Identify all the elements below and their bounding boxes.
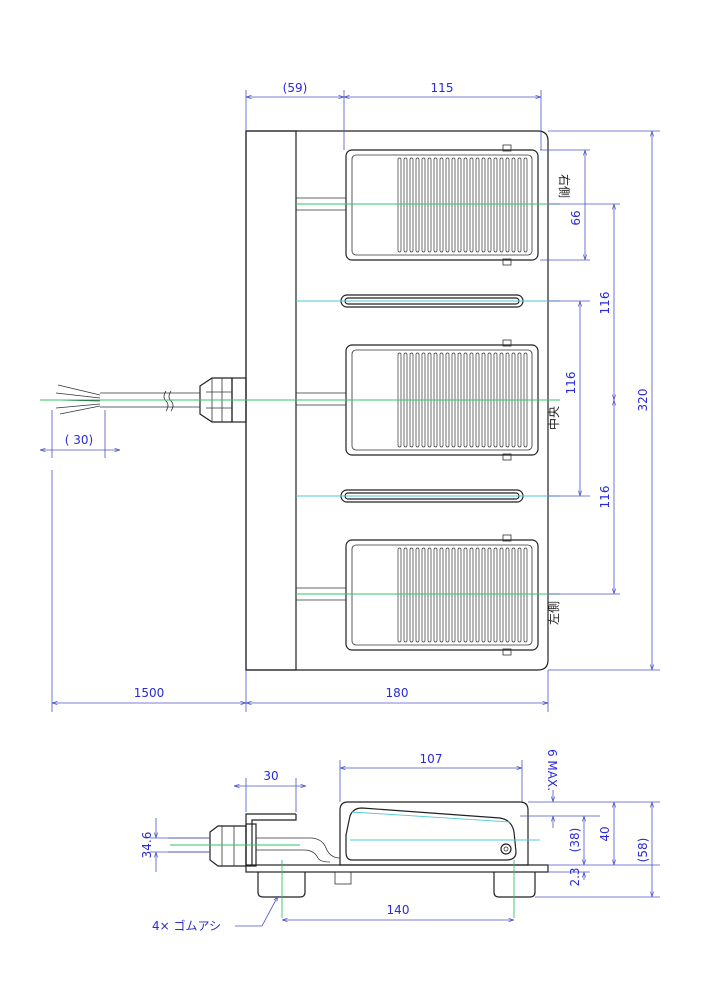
top-view: (59) 115 66 116 116 116 320 右側 中央 左側 ( 3… xyxy=(40,81,660,712)
pedal-rib xyxy=(481,157,486,253)
pedal-rib xyxy=(511,157,516,253)
foot-right xyxy=(493,872,536,898)
dim-cable-strip: ( 30) xyxy=(65,433,93,447)
pedal-rib xyxy=(445,157,450,253)
pedal-rib xyxy=(451,157,456,253)
dim-h58: (58) xyxy=(636,838,650,863)
dim-total-height: 320 xyxy=(636,389,650,412)
pedal-rib xyxy=(517,157,522,253)
pedal-rib xyxy=(487,547,492,643)
pedal-rib xyxy=(481,547,486,643)
dim-feet: 140 xyxy=(387,903,410,917)
side-pedal xyxy=(345,807,517,861)
dim-pedal-pitch: 66 xyxy=(569,210,583,225)
pedal-rib xyxy=(493,157,498,253)
pedal-rib xyxy=(403,547,408,643)
pedal-rib xyxy=(439,547,444,643)
dim-gland: 30 xyxy=(263,769,278,783)
side-base xyxy=(245,864,549,873)
pedal-rib xyxy=(397,547,402,643)
pedal-rib xyxy=(463,157,468,253)
label-right: 右側 xyxy=(557,174,572,198)
pedal-rib xyxy=(523,547,528,643)
pedal-rib xyxy=(415,547,420,643)
pedal-rib xyxy=(403,157,408,253)
pedal-rib xyxy=(475,157,480,253)
pedal-rib xyxy=(505,157,510,253)
pedal-rib xyxy=(415,157,420,253)
pedal-rib xyxy=(469,547,474,643)
dim-pedal-width: 115 xyxy=(431,81,454,95)
pedal-rib xyxy=(523,157,528,253)
dim-mount: (59) xyxy=(283,81,308,95)
label-center: 中央 xyxy=(546,406,561,430)
label-left: 左側 xyxy=(546,601,561,625)
dim-pedal-len: 107 xyxy=(420,752,443,766)
pedal-rib xyxy=(397,157,402,253)
dim-base-width: 180 xyxy=(386,686,409,700)
dim-h40: 40 xyxy=(598,826,612,841)
pedal-rib xyxy=(487,157,492,253)
side-view: 30 107 6 MAX. (38) 40 (58) 2.3 34.6 140 … xyxy=(140,749,660,933)
pedal-rib xyxy=(445,547,450,643)
pedal-rib xyxy=(433,547,438,643)
dim-pitch-3: 116 xyxy=(598,486,612,509)
dim-max: 6 MAX. xyxy=(545,749,559,791)
pedal-rib xyxy=(475,547,480,643)
pedal-rib xyxy=(421,157,426,253)
pedal-rib xyxy=(427,547,432,643)
pedal-rib xyxy=(409,547,414,643)
pedal-rib xyxy=(517,547,522,643)
pedal-rib xyxy=(409,157,414,253)
pedal-rib xyxy=(505,547,510,643)
dim-cable-length: 1500 xyxy=(134,686,165,700)
dim-cable-dia: 34.6 xyxy=(140,832,154,859)
pedal-rib xyxy=(421,547,426,643)
pedal-right xyxy=(345,144,539,266)
pedal-left xyxy=(345,534,539,656)
side-cable-gland xyxy=(168,823,341,867)
pedal-rib xyxy=(493,547,498,643)
mount-bar xyxy=(245,130,297,671)
label-feet: 4× ゴムアシ xyxy=(152,918,221,933)
base-plate xyxy=(245,130,549,671)
pedal-rib xyxy=(451,547,456,643)
pedal-rib xyxy=(511,547,516,643)
foot-left xyxy=(257,872,306,898)
dim-pitch-2: 116 xyxy=(564,372,578,395)
pedal-rib xyxy=(499,157,504,253)
cable xyxy=(54,384,200,415)
pedal-rib xyxy=(433,157,438,253)
pedal-rib xyxy=(469,157,474,253)
dim-h38: (38) xyxy=(568,828,582,853)
pedal-rib xyxy=(457,157,462,253)
dim-pitch-1: 116 xyxy=(598,292,612,315)
pedal-rib xyxy=(499,547,504,643)
dim-h23: 2.3 xyxy=(568,867,582,886)
pedal-rib xyxy=(463,547,468,643)
pedal-rib xyxy=(457,547,462,643)
pedal-rib xyxy=(427,157,432,253)
pedal-rib xyxy=(439,157,444,253)
